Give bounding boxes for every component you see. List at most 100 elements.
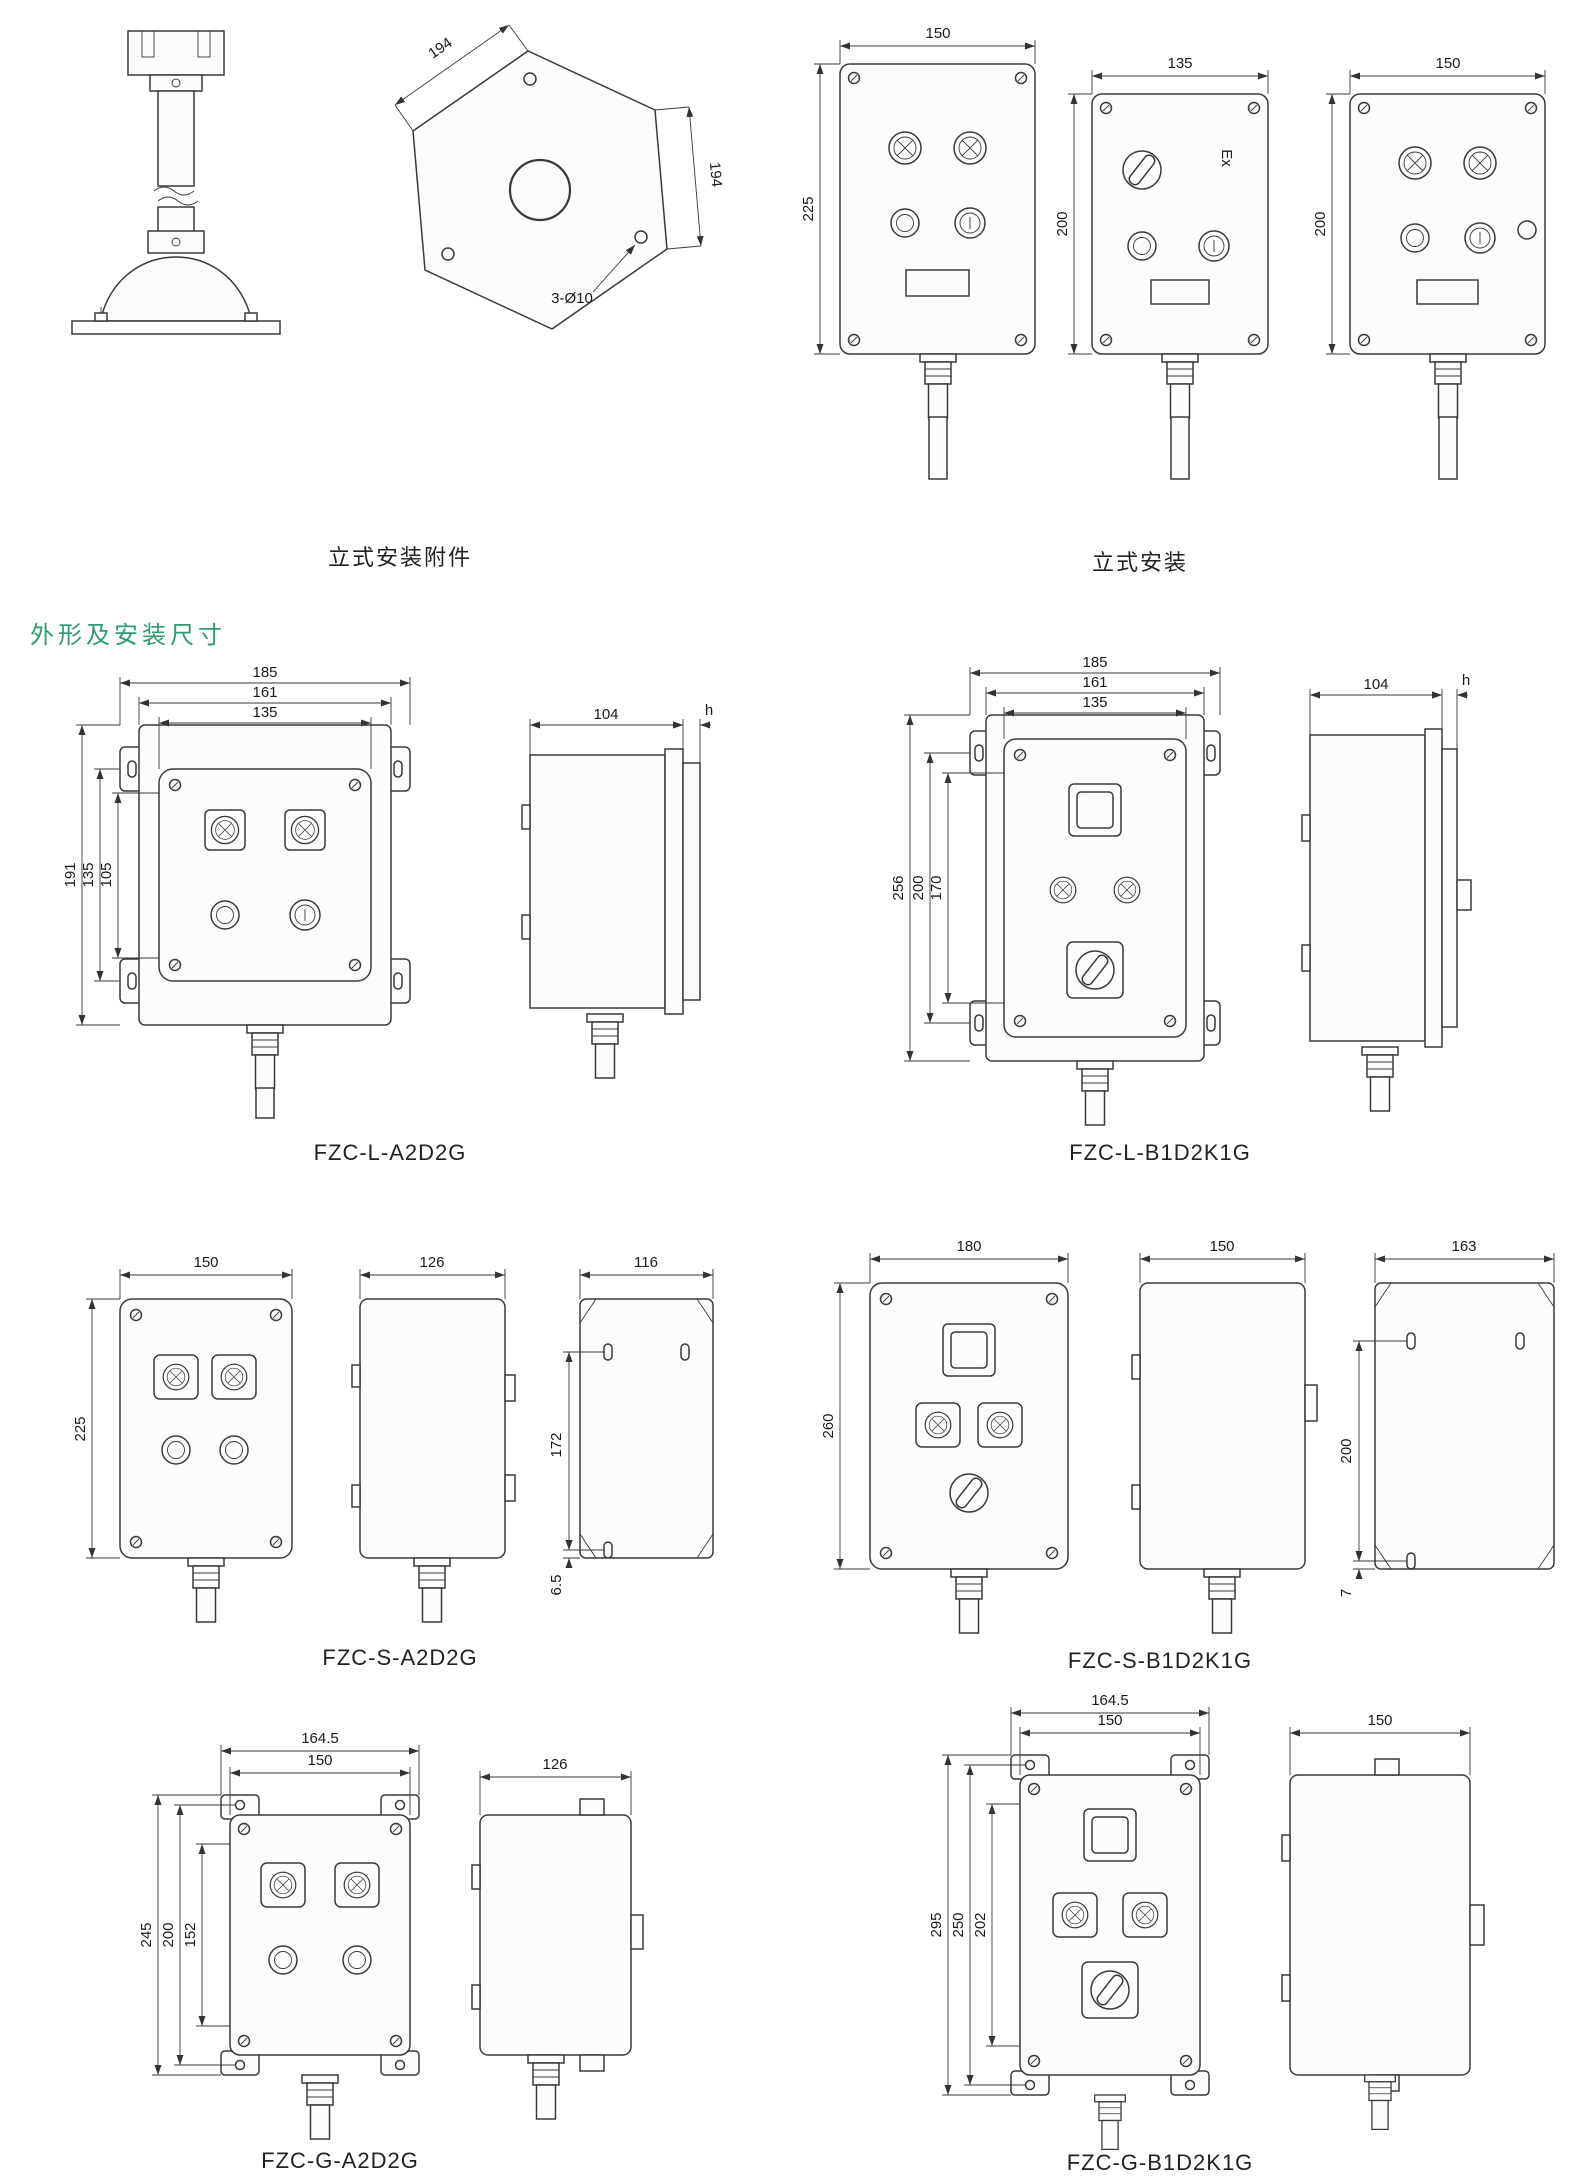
dim-label: 170	[928, 875, 945, 900]
conduit-pipe	[255, 1087, 275, 1119]
dim-left-202: 202	[972, 1803, 1020, 2047]
dim-label: 126	[542, 1756, 567, 1773]
pushbutton-icon	[210, 900, 240, 930]
mushroom-button-icon	[1061, 1901, 1089, 1929]
front-view: 185 161 135 191 135 105	[62, 664, 411, 1119]
dim-label: 163	[1451, 1238, 1476, 1255]
dim-top-135: 135	[1003, 694, 1187, 739]
dim-label: 200	[1338, 1438, 1355, 1463]
dim-left-250: 250	[950, 1764, 1025, 2086]
dim-label: 3-Ø10	[551, 290, 593, 307]
dim-lip-h: h	[1431, 672, 1470, 749]
product-name-caption: FZC-L-B1D2K1G	[1069, 1140, 1251, 1165]
dim-label: 180	[956, 1238, 981, 1255]
pushbutton-icon	[890, 208, 920, 238]
cable-gland-icon	[586, 1013, 624, 1079]
dim-label: 104	[1363, 676, 1388, 693]
front-view: 180 260	[820, 1238, 1069, 1634]
dim-height: 200	[1312, 93, 1350, 355]
dim-label: 194	[706, 161, 725, 187]
pushbutton-icon	[268, 1945, 298, 1975]
dim-label: 295	[928, 1912, 945, 1937]
dim-label: 191	[62, 862, 79, 887]
dim-top-185: 185	[119, 664, 411, 725]
pushbutton-icon	[1198, 230, 1230, 262]
dim-label: 225	[800, 196, 817, 221]
mushroom-button-icon	[162, 1363, 190, 1391]
side-view: 104 h	[521, 702, 713, 1079]
nameplate	[1150, 279, 1210, 305]
front-view: 150 225	[72, 1254, 293, 1623]
dim-label: 6.5	[548, 1575, 565, 1596]
front-view: 164.5 150 295 250 202	[928, 1692, 1210, 2151]
front-view: 164.5 150 245 200 152	[138, 1730, 420, 2140]
ex-marking: Ex	[1218, 149, 1235, 167]
cable-gland-icon	[527, 2054, 565, 2120]
dim-depth-104: 104	[529, 706, 684, 755]
dim-offset-7: 7	[1338, 1551, 1375, 1597]
nameplate	[905, 269, 970, 297]
dim-label: 152	[182, 1922, 199, 1947]
dim-label: 150	[1367, 1712, 1392, 1729]
cable-gland-icon	[1094, 2094, 1126, 2151]
dim-width-116: 116	[579, 1254, 714, 1299]
control-box-3: 150 200	[1312, 55, 1546, 480]
fzc-s-b1d2k1g-drawing: 180 260 150 163 20	[820, 1238, 1555, 1634]
dim-label: 202	[972, 1912, 989, 1937]
cable-gland-icon	[301, 2074, 339, 2140]
dim-label: 150	[1097, 1712, 1122, 1729]
cable-gland-icon	[1076, 1060, 1114, 1126]
dim-label: h	[1462, 672, 1470, 689]
vertical-install-drawing: 150 225 Ex 135 200	[800, 25, 1546, 480]
dim-label: 172	[548, 1432, 565, 1457]
dim-top-161: 161	[138, 684, 392, 725]
dim-label: 164.5	[301, 1730, 339, 1747]
rotary-switch-icon	[1075, 950, 1115, 990]
rotary-switch-icon	[949, 1473, 989, 1513]
side-view: 126	[351, 1254, 516, 1623]
dim-left-191: 191	[62, 724, 120, 1026]
side-view: 104 h	[1301, 672, 1472, 1112]
dim-label: 194	[425, 34, 455, 62]
mushroom-button-icon	[986, 1411, 1014, 1439]
dim-label: 185	[1082, 654, 1107, 671]
pushbutton-icon	[289, 899, 321, 931]
product-name-caption: FZC-S-A2D2G	[322, 1645, 478, 1670]
pushbutton-icon	[219, 1435, 249, 1465]
dim-span-172: 172	[548, 1351, 604, 1551]
conduit-pipe	[1438, 416, 1458, 480]
dim-label: 7	[1338, 1589, 1355, 1597]
dim-top-185: 185	[969, 654, 1221, 715]
pushbutton-icon	[1127, 231, 1157, 261]
dim-width-150: 150	[119, 1254, 293, 1299]
dim-label: 245	[138, 1922, 155, 1947]
dim-label: 250	[950, 1912, 967, 1937]
dim-left-170: 170	[928, 772, 1004, 1004]
dim-lip-h: h	[672, 702, 713, 763]
dim-height-225: 225	[72, 1298, 120, 1559]
dim-label: 135	[80, 862, 97, 887]
dim-width: 150	[1349, 55, 1546, 94]
dim-label: 260	[820, 1413, 837, 1438]
side-view: 150	[1131, 1238, 1318, 1634]
pushbutton-icon	[342, 1945, 372, 1975]
dim-label: 256	[890, 875, 907, 900]
dim-width-180: 180	[869, 1238, 1069, 1283]
dim-label: 135	[1082, 694, 1107, 711]
back-view: 116 172 6.5	[548, 1254, 714, 1596]
dim-top-150: 150	[229, 1752, 411, 1815]
mushroom-button-icon	[1398, 146, 1432, 180]
mushroom-button-icon	[1113, 876, 1141, 904]
conduit-pipe	[928, 416, 948, 480]
dim-label: 150	[307, 1752, 332, 1769]
dim-top-1645: 164.5	[220, 1730, 420, 1795]
mushroom-button-icon	[1463, 146, 1497, 180]
drawing-caption: 立式安装	[1091, 550, 1188, 575]
dim-left-135: 135	[80, 768, 120, 982]
mushroom-button-icon	[269, 1871, 297, 1899]
product-name-caption: FZC-S-B1D2K1G	[1067, 1648, 1253, 1673]
mushroom-button-icon	[1049, 876, 1077, 904]
dim-height: 200	[1054, 93, 1092, 355]
dim-left-200: 200	[910, 752, 970, 1024]
